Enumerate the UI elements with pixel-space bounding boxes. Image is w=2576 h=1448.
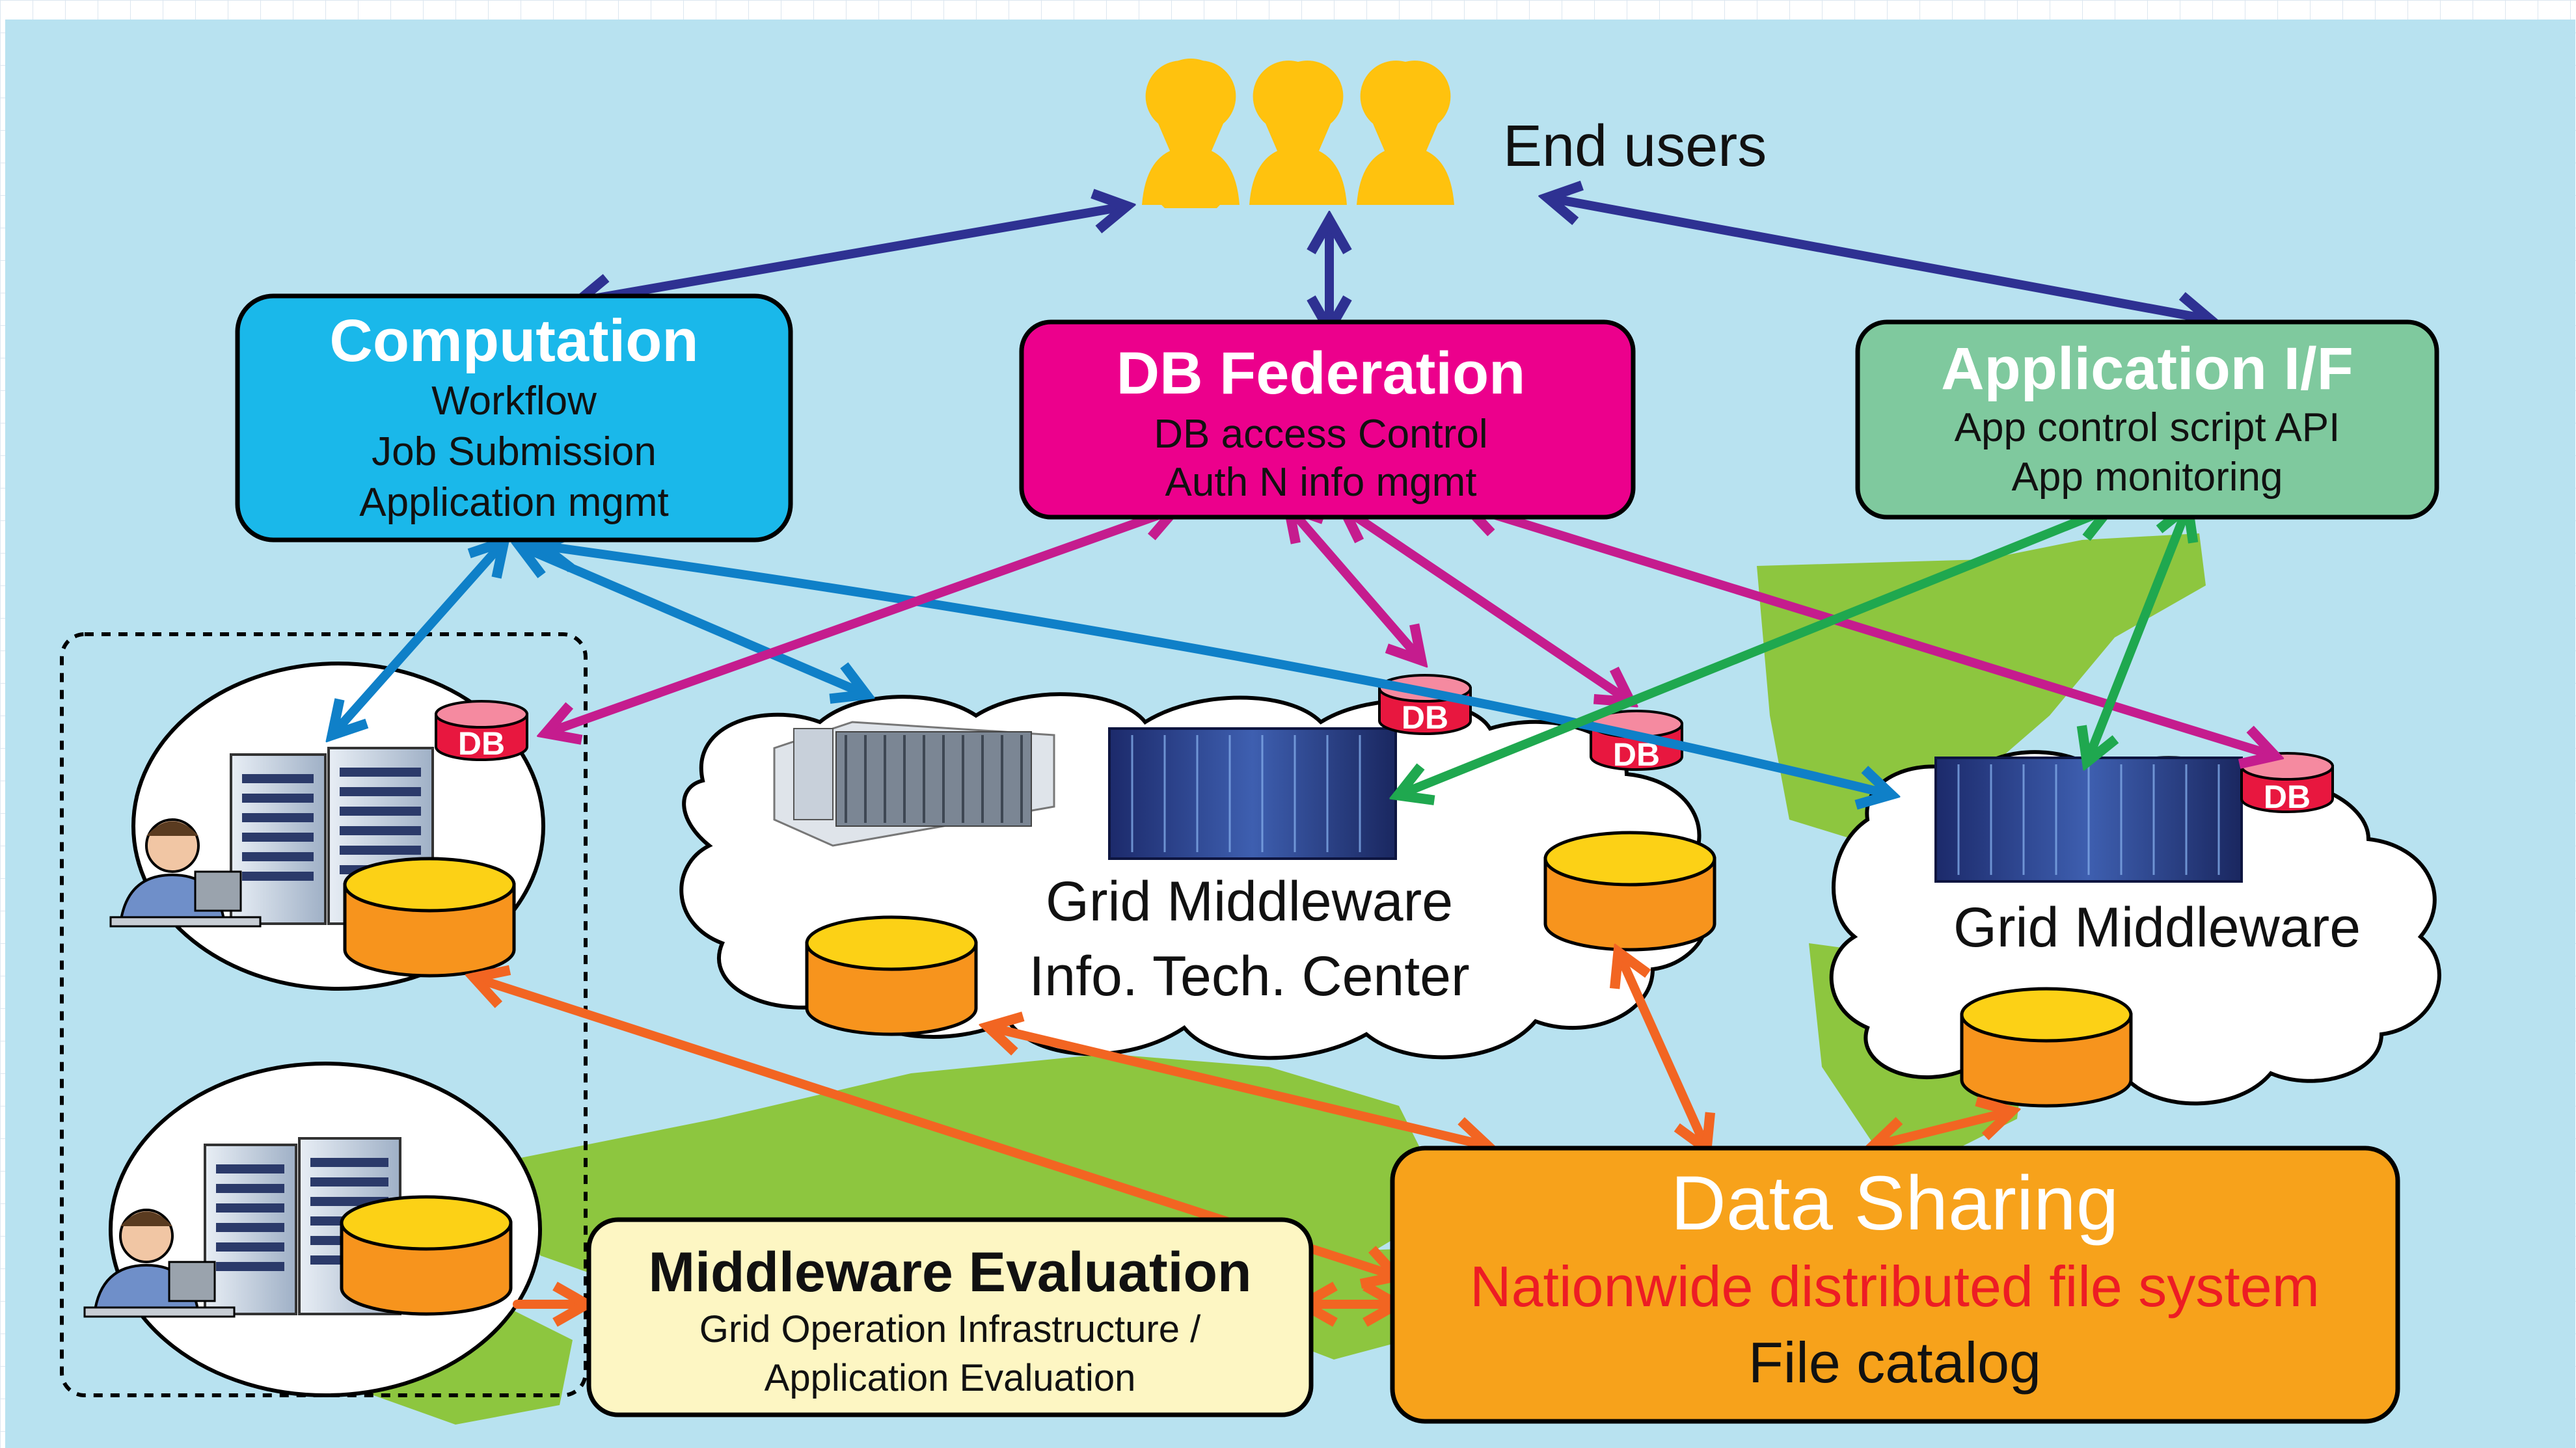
supercomputer-icon [1934, 757, 2243, 883]
computation-box: Computation Workflow Job Submission Appl… [235, 293, 793, 543]
application-if-title: Application I/F [1941, 336, 2353, 402]
database-cylinder-icon [345, 859, 514, 976]
middleware-evaluation-title: Middleware Evaluation [648, 1241, 1251, 1304]
computation-line-3: Application mgmt [359, 480, 669, 525]
middleware-evaluation-box: Middleware Evaluation Grid Operation Inf… [586, 1217, 1314, 1417]
db-federation-box: DB Federation DB access Control Auth N i… [1019, 319, 1636, 520]
database-cylinder-icon [1545, 833, 1715, 950]
data-sharing-title: Data Sharing [1671, 1160, 2119, 1246]
operator-person-icon [109, 818, 262, 928]
user-keyhole-icon [1249, 60, 1347, 205]
supercomputer-icon [1108, 727, 1397, 860]
data-sharing-subtitle: Nationwide distributed file system [1470, 1254, 2320, 1319]
end-users-label: End users [1503, 114, 1767, 179]
application-if-line-2: App monitoring [2011, 455, 2283, 500]
db-federation-title: DB Federation [1117, 340, 1526, 407]
db-badge-label: DB [1402, 699, 1448, 736]
arrow-users-computation [582, 207, 1122, 301]
computation-line-1: Workflow [431, 379, 597, 423]
data-sharing-detail: File catalog [1748, 1330, 2041, 1395]
db-badge-icon: DB [2240, 752, 2334, 815]
arrow-application-grid-right [2089, 511, 2186, 758]
db-federation-line-2: Auth N info mgmt [1165, 460, 1477, 505]
db-badge-icon: DB [435, 700, 528, 762]
database-cylinder-icon [342, 1197, 511, 1314]
computation-title: Computation [329, 308, 698, 374]
db-badge-label: DB [458, 725, 505, 762]
data-sharing-box: Data Sharing Nationwide distributed file… [1390, 1146, 2400, 1424]
arrow-grid-right-datasharing [1877, 1112, 2007, 1145]
user-keyhole-icon [1142, 59, 1240, 208]
arrow-application-itc [1402, 511, 2105, 794]
grid-itc-line-2: Info. Tech. Center [1029, 945, 1469, 1008]
operator-person-icon [83, 1209, 236, 1318]
arrow-itc-datasharing [992, 1028, 1484, 1145]
db-federation-line-1: DB access Control [1154, 412, 1487, 457]
arrow-itc-storage-datasharing [1620, 956, 1705, 1145]
application-if-line-1: App control script API [1955, 405, 2340, 450]
arrow-dbfed-site-db [550, 511, 1171, 732]
application-if-box: Application I/F App control script API A… [1855, 319, 2439, 520]
database-cylinder-icon [1962, 989, 2131, 1106]
middleware-evaluation-line-2: Application Evaluation [765, 1357, 1136, 1399]
computation-line-2: Job Submission [372, 429, 657, 474]
user-keyhole-icon [1357, 60, 1454, 205]
arrow-computation-site [335, 545, 501, 732]
arrow-users-application [1552, 198, 2206, 319]
db-badge-label: DB [2264, 779, 2311, 815]
grid-itc-line-1: Grid Middleware [1046, 870, 1453, 933]
grid-right-label: Grid Middleware [1953, 896, 2361, 959]
middleware-evaluation-line-1: Grid Operation Infrastructure / [699, 1308, 1201, 1350]
database-cylinder-icon [807, 917, 976, 1034]
